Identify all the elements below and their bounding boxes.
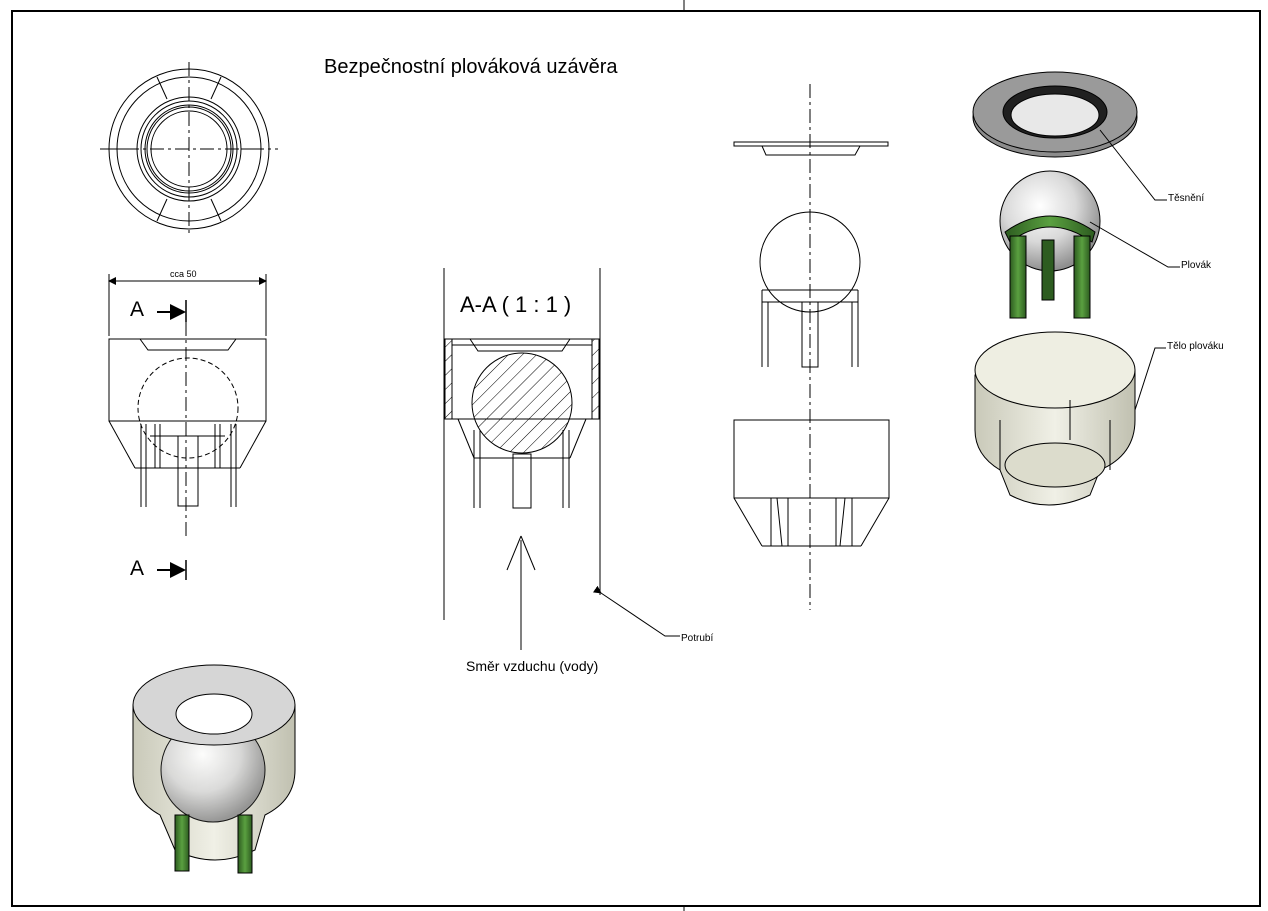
flow-direction-label: Směr vzduchu (vody) xyxy=(466,658,599,674)
front-view xyxy=(108,274,267,580)
seal-3d xyxy=(972,71,1138,158)
section-marker-top: A xyxy=(130,298,145,321)
callout-float-body: Tělo plováku xyxy=(1167,341,1224,352)
section-view xyxy=(443,268,680,650)
exploded-view xyxy=(733,84,890,610)
top-view xyxy=(100,62,278,236)
callout-pipe: Potrubí xyxy=(681,633,714,644)
right-callout-leaders xyxy=(1089,129,1180,411)
float-body-3d xyxy=(974,331,1136,506)
drawing-title: Bezpečnostní plováková uzávěra xyxy=(324,56,618,78)
assembly-3d xyxy=(132,664,296,874)
callout-float: Plovák xyxy=(1181,260,1212,271)
float-3d xyxy=(999,170,1101,319)
sheet-border xyxy=(11,10,1261,907)
section-marker-bottom: A xyxy=(130,557,145,580)
callout-seal: Těsnění xyxy=(1168,193,1205,204)
section-view-title: A-A ( 1 : 1 ) xyxy=(460,292,572,317)
dimension-label: cca 50 xyxy=(170,269,197,279)
